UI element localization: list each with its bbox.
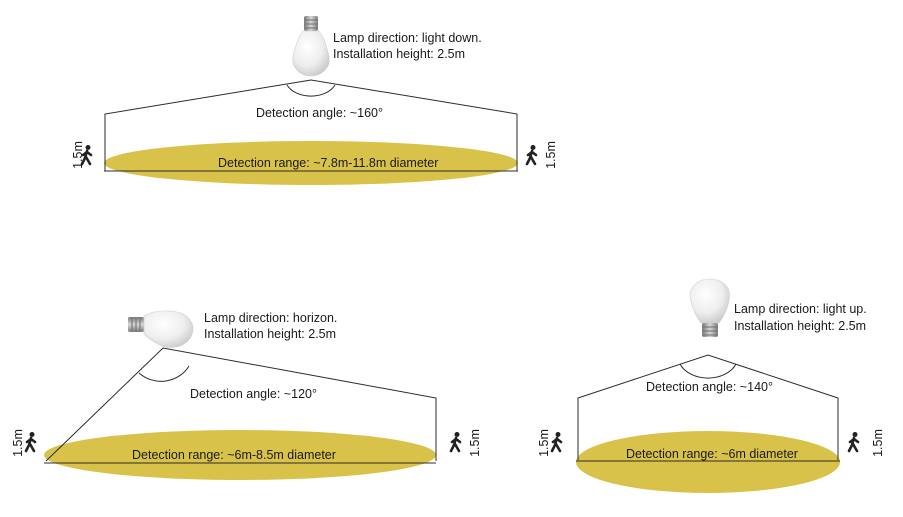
floor-detection-area (44, 430, 436, 480)
person-height-label: 1.5m (70, 141, 85, 169)
walking-person-icon (550, 430, 563, 453)
walking-person-icon (24, 430, 37, 453)
floor-detection-area (104, 141, 518, 185)
angle-arc (286, 84, 336, 97)
person-height-label: 1.5m (536, 429, 551, 457)
walking-person-icon (449, 430, 462, 453)
angle-arc (138, 365, 190, 382)
detection-angle-label: Detection angle: ~140° (646, 380, 773, 394)
detection-range-label: Detection range: ~7.8m-11.8m diameter (218, 156, 439, 170)
scene-horizon (24, 310, 462, 480)
installation-height-label: Installation height: 2.5m (734, 319, 867, 333)
detection-cone-outline (104, 79, 518, 171)
detection-cone-outline (577, 354, 839, 460)
person-height-label: 1.5m (543, 141, 558, 169)
detection-angle-label: Detection angle: ~160° (256, 106, 383, 120)
detection-angle-label: Detection angle: ~120° (190, 387, 317, 401)
lamp-direction-label: Lamp direction: light down. (333, 31, 482, 45)
walking-person-icon (525, 143, 538, 166)
scene-down (80, 16, 538, 185)
angle-arc (679, 363, 737, 379)
detection-range-label: Detection range: ~6m diameter (626, 447, 798, 461)
lamp-direction-label: Lamp direction: horizon. (204, 311, 338, 325)
person-height-label: 1.5m (870, 429, 885, 457)
detection-cone-outline (45, 347, 437, 462)
person-height-label: 1.5m (10, 429, 25, 457)
person-height-label: 1.5m (467, 429, 482, 457)
scene-up (550, 278, 860, 493)
walking-person-icon (847, 430, 860, 453)
installation-height-label: Installation height: 2.5m (204, 327, 337, 341)
installation-height-label: Installation height: 2.5m (333, 47, 466, 61)
bulb-horizon-icon (128, 310, 194, 348)
bulb-up-icon (689, 278, 730, 337)
lamp-direction-label: Lamp direction: light up. (734, 302, 867, 316)
bulb-down-icon (292, 16, 330, 77)
floor-detection-area (576, 431, 840, 493)
detection-range-label: Detection range: ~6m-8.5m diameter (132, 448, 336, 462)
